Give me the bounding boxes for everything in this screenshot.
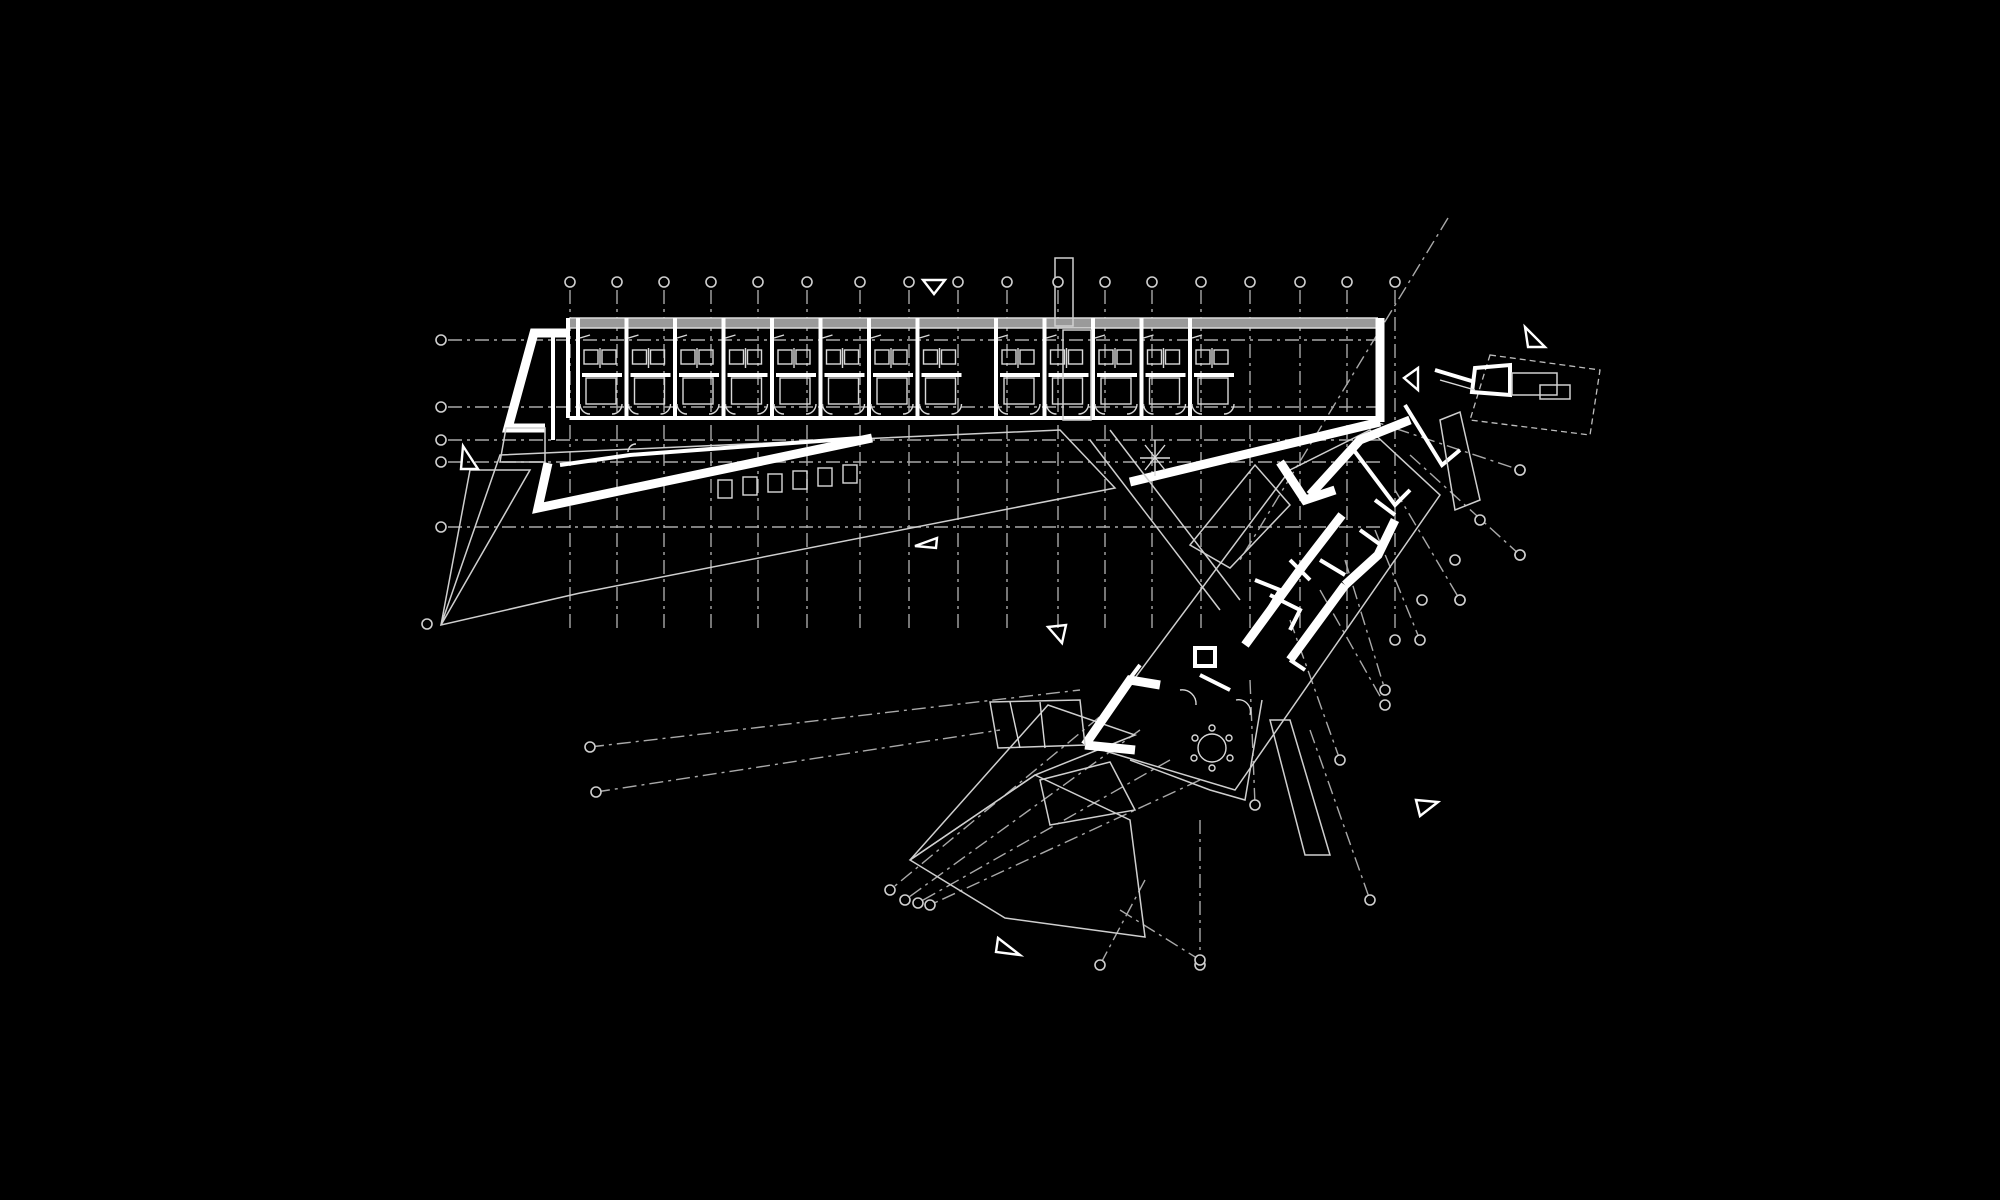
grid-bubble	[1379, 684, 1391, 696]
grid-bubble	[1416, 594, 1428, 606]
grid-bubble	[1474, 514, 1486, 526]
triangle-marker-icon	[920, 278, 948, 296]
grid-bubble	[1146, 276, 1158, 288]
grid-line-diagonal	[589, 689, 1081, 748]
guest-unit	[994, 318, 1041, 418]
diagonal-wing	[989, 354, 1601, 856]
grid-bubble	[903, 276, 915, 288]
guest-unit	[1091, 318, 1138, 418]
grid-bubble	[1195, 276, 1207, 288]
grid-line-diagonal	[1409, 454, 1521, 556]
guest-unit	[1042, 318, 1090, 418]
grid-bubble	[1001, 276, 1013, 288]
grid-bubble	[435, 334, 447, 346]
triangle-marker-icon	[914, 536, 939, 550]
grid-bubble	[912, 897, 924, 909]
grid-bubble	[1514, 464, 1526, 476]
grid-bubble	[1244, 276, 1256, 288]
grid-bubble	[435, 456, 447, 468]
grid-line-diagonal	[1099, 879, 1146, 966]
grid-bubble	[899, 894, 911, 906]
grid-bubble	[658, 276, 670, 288]
grid-bubble	[884, 884, 896, 896]
guest-unit	[673, 318, 720, 418]
grid-line-diagonal	[1394, 489, 1461, 601]
grid-line-diagonal	[1239, 217, 1449, 561]
grid-bubble	[1364, 894, 1376, 906]
grid-bubble	[705, 276, 717, 288]
grid-bubble	[952, 276, 964, 288]
guest-unit	[1139, 318, 1187, 418]
grid-bubble	[590, 786, 602, 798]
grid-line-diagonal	[904, 729, 1141, 901]
grid-line-diagonal	[1309, 729, 1371, 901]
grid-bubble	[1379, 699, 1391, 711]
grid-bubble	[1194, 954, 1206, 966]
guest-unit	[915, 318, 963, 418]
grid-bubble	[435, 434, 447, 446]
guest-unit	[1188, 318, 1235, 418]
grid-bubble	[421, 618, 433, 630]
grid-bubble	[1294, 276, 1306, 288]
guest-unit	[721, 318, 769, 418]
grid-bubble	[435, 521, 447, 533]
round-table-icon	[1179, 689, 1252, 772]
grid-bubble	[752, 276, 764, 288]
grid-bubble	[1389, 634, 1401, 646]
grid-bubble	[435, 401, 447, 413]
grid-bubble	[1052, 276, 1064, 288]
grid-bubble	[564, 276, 576, 288]
grid-line-diagonal	[1319, 589, 1386, 706]
guest-unit	[867, 318, 914, 418]
grid-bubble	[1334, 754, 1346, 766]
grid-line-diagonal	[917, 759, 1171, 904]
grid-bubble	[801, 276, 813, 288]
triangle-marker-icon	[994, 935, 1025, 957]
grid-bubble	[1514, 549, 1526, 561]
guest-unit	[624, 318, 672, 418]
roof-planes	[439, 429, 1292, 938]
grid-bubble	[1094, 959, 1106, 971]
triangle-marker-icon	[459, 442, 481, 471]
triangle-marker-icon	[1045, 623, 1068, 646]
grid-bubble	[1454, 594, 1466, 606]
grid-bubble	[1249, 799, 1261, 811]
grid-bubble	[854, 276, 866, 288]
section-markers	[459, 278, 1548, 957]
grid-bubble	[1389, 276, 1401, 288]
grid-bubble	[584, 741, 596, 753]
grid-line-diagonal	[889, 699, 1121, 891]
grid-bubble	[1449, 554, 1461, 566]
structural-grid	[448, 217, 1521, 966]
grid-line-diagonal	[1119, 909, 1201, 961]
plant-icon	[1140, 440, 1170, 476]
grid-bubble	[1099, 276, 1111, 288]
guest-wing	[499, 257, 1385, 611]
grid-line-diagonal	[1344, 559, 1386, 691]
triangle-marker-icon	[1523, 323, 1548, 349]
grid-bubble	[924, 899, 936, 911]
triangle-marker-icon	[1414, 798, 1442, 819]
grid-line-diagonal	[1289, 619, 1341, 761]
grid-line-diagonal	[929, 779, 1201, 906]
guest-unit	[576, 318, 623, 418]
grid-line-diagonal	[1249, 679, 1256, 806]
grid-bubble	[1341, 276, 1353, 288]
triangle-marker-icon	[1402, 365, 1420, 393]
guest-unit	[818, 318, 866, 418]
guest-unit	[770, 318, 817, 418]
grid-bubbles	[421, 276, 1526, 971]
grid-bubble	[611, 276, 623, 288]
grid-bubble	[1414, 634, 1426, 646]
